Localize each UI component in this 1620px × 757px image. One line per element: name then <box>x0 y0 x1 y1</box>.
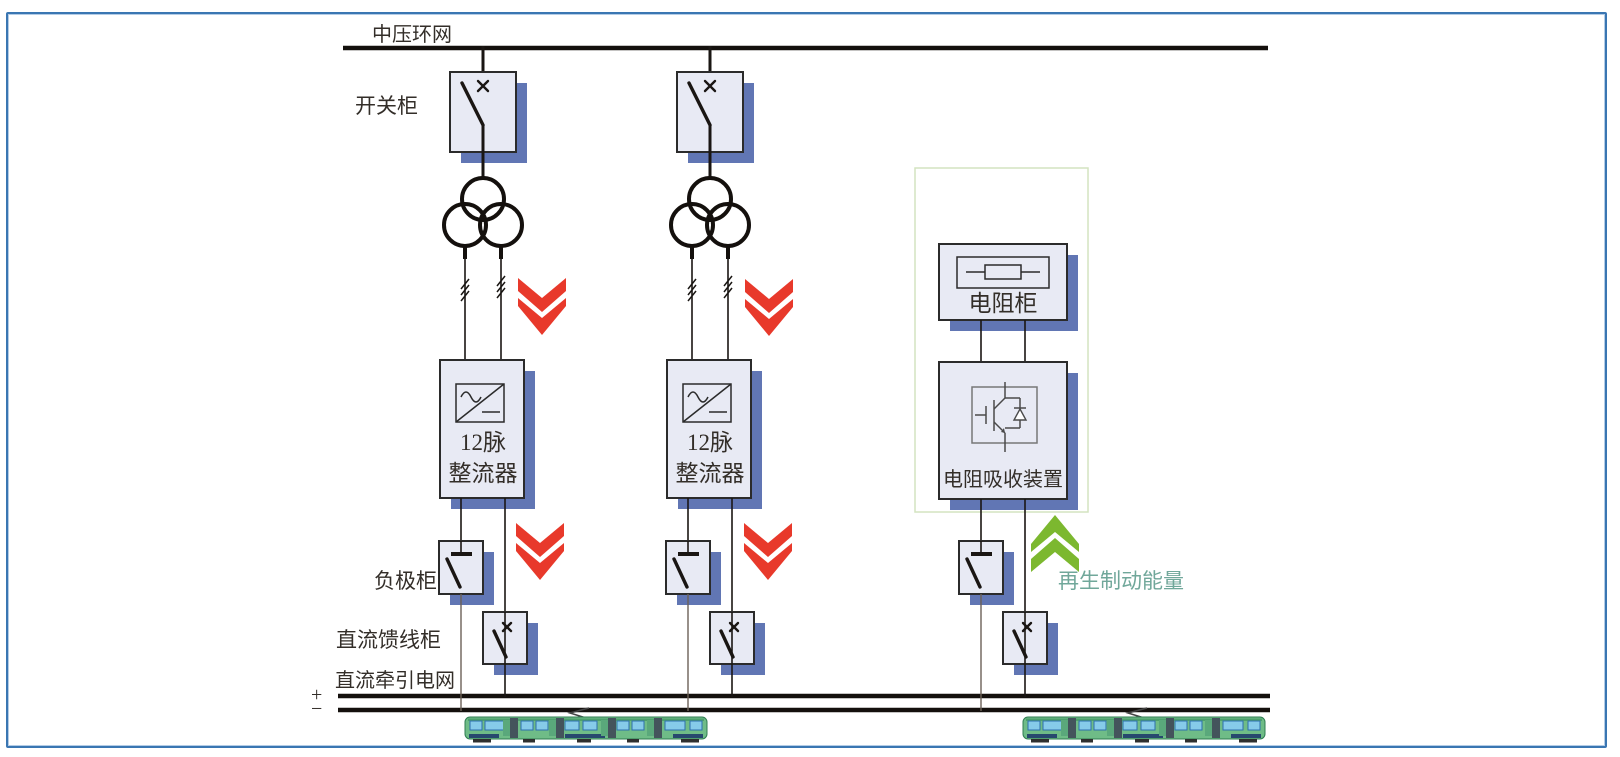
igbt-chopper-icon <box>971 382 1038 452</box>
rectifier-2-label-line2: 整流器 <box>675 461 745 486</box>
dc-feeder-cabinet <box>481 610 540 677</box>
switchgear-cabinet <box>675 70 756 165</box>
rectifier-1-label-line2: 整流器 <box>448 461 518 486</box>
power-flow-down-arrow-icon <box>745 279 793 336</box>
transformer-icon <box>442 176 524 261</box>
minus-polarity-label: − <box>311 698 323 720</box>
dc-traction-network-label: 直流牵引电网 <box>335 670 455 692</box>
rectifier-unit-1 <box>437 46 566 711</box>
resistor-cabinet <box>938 243 1078 331</box>
resistor-cabinet-label: 电阻柜 <box>968 291 1038 316</box>
negative-cabinet-label: 负极柜 <box>374 569 437 593</box>
rectifier-1-label: 12脉 整流器 <box>433 427 533 489</box>
dc-feeder-label: 直流馈线柜 <box>336 628 441 652</box>
dc-feeder-cabinet <box>1001 610 1060 677</box>
resistor-absorber-cabinet <box>938 361 1078 510</box>
negative-cabinet <box>664 539 723 607</box>
dc-feeder-cabinet <box>708 610 767 677</box>
rectifier-unit-2 <box>664 46 793 711</box>
power-flow-down-arrow-icon <box>516 523 564 580</box>
wire <box>464 258 502 361</box>
plus-polarity-label: + <box>311 684 323 706</box>
resistor-icon <box>966 264 1040 280</box>
regen-flow-up-arrow-icon <box>1031 515 1079 572</box>
wire <box>980 320 1026 363</box>
negative-cabinet <box>957 539 1016 607</box>
power-flow-down-arrow-icon <box>518 278 566 335</box>
wire <box>691 258 729 361</box>
rectifier-2-label-line1: 12脉 <box>687 430 733 455</box>
switchgear-cabinet <box>448 70 529 165</box>
tram-icon <box>464 707 708 744</box>
regen-unit-outline <box>914 167 1089 513</box>
switchgear-label: 开关柜 <box>355 94 418 118</box>
mv-ring-bus-label: 中压环网 <box>372 24 452 46</box>
rectifier-1-label-line1: 12脉 <box>460 430 506 455</box>
transformer-icon <box>669 176 751 261</box>
resistor-absorber-label: 电阻吸收装置 <box>943 469 1063 491</box>
regen-absorber-unit <box>914 167 1089 711</box>
tram-icon <box>1022 707 1266 744</box>
power-flow-down-arrow-icon <box>744 523 792 580</box>
rectifier-2-label: 12脉 整流器 <box>660 427 760 489</box>
negative-cabinet <box>437 539 496 607</box>
regen-energy-label: 再生制动能量 <box>1058 569 1184 593</box>
